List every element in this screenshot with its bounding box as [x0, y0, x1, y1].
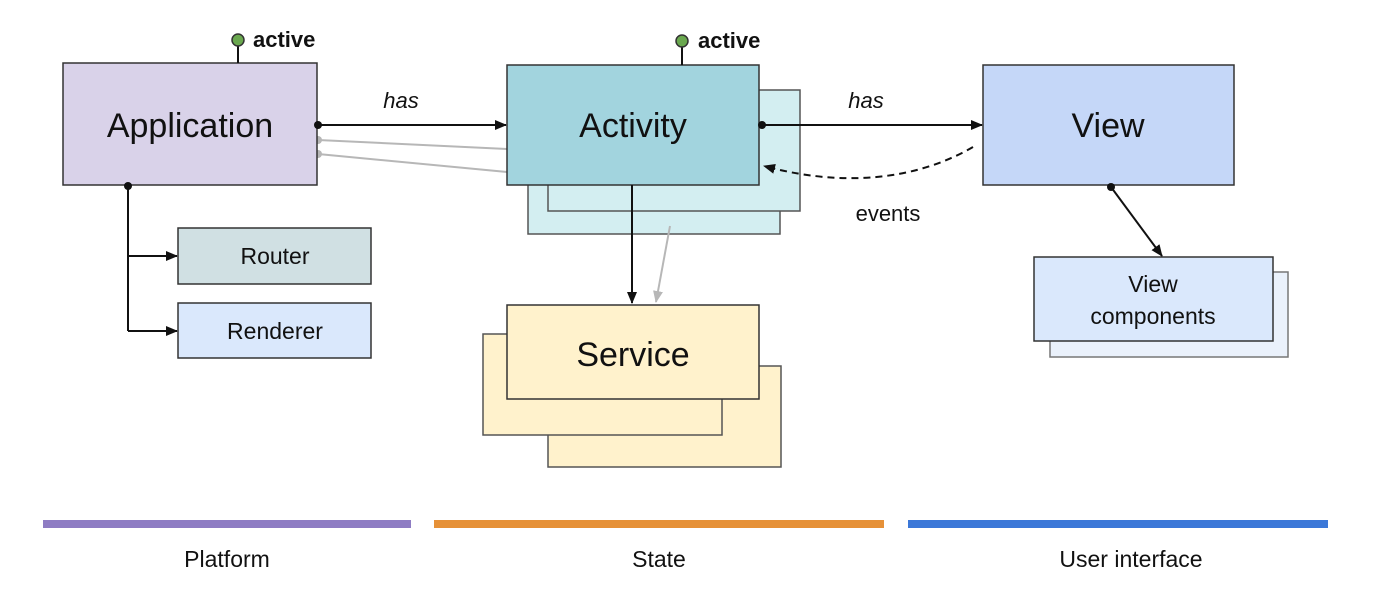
view-to-components-edge	[1110, 186, 1163, 257]
renderer-label: Renderer	[227, 318, 323, 344]
view-to-activity-events-label: events	[856, 201, 921, 226]
activity-active-dot	[675, 34, 689, 48]
service-box	[506, 304, 760, 400]
application-label: Application	[107, 107, 273, 145]
state-section-bar	[434, 520, 884, 528]
application-active-label: active	[253, 27, 315, 52]
view-label: View	[1071, 107, 1145, 145]
view-components-label-line2: components	[1090, 303, 1215, 329]
app-to-activity-edge-dot	[314, 121, 322, 129]
user-interface-section-label: User interface	[1059, 546, 1202, 572]
view-to-activity-events-edge	[763, 146, 974, 180]
platform-section-label: Platform	[184, 546, 270, 572]
app-to-activity-grey-edge-2	[317, 153, 508, 173]
activity-stack-to-service-grey-edge	[653, 225, 671, 303]
platform-section-bar	[43, 520, 411, 528]
view-components-label-line1: View	[1128, 271, 1178, 297]
application-box	[62, 62, 318, 186]
renderer-box	[177, 302, 372, 359]
app-to-activity-grey-edge-1	[317, 139, 508, 150]
service-label: Service	[576, 336, 689, 374]
activity-to-view-edge-label: has	[848, 88, 883, 113]
activity-box	[506, 64, 760, 186]
view-components-box	[1033, 256, 1274, 342]
view-box	[982, 64, 1235, 186]
router-label: Router	[240, 243, 309, 269]
state-section-label: State	[632, 546, 686, 572]
activity-to-view-edge-dot	[758, 121, 766, 129]
router-box	[177, 227, 372, 285]
activity-active-label: active	[698, 28, 760, 53]
app-to-activity-edge-label: has	[383, 88, 418, 113]
user-interface-section-bar	[908, 520, 1328, 528]
application-active-dot	[231, 33, 245, 47]
activity-label: Activity	[579, 107, 687, 145]
